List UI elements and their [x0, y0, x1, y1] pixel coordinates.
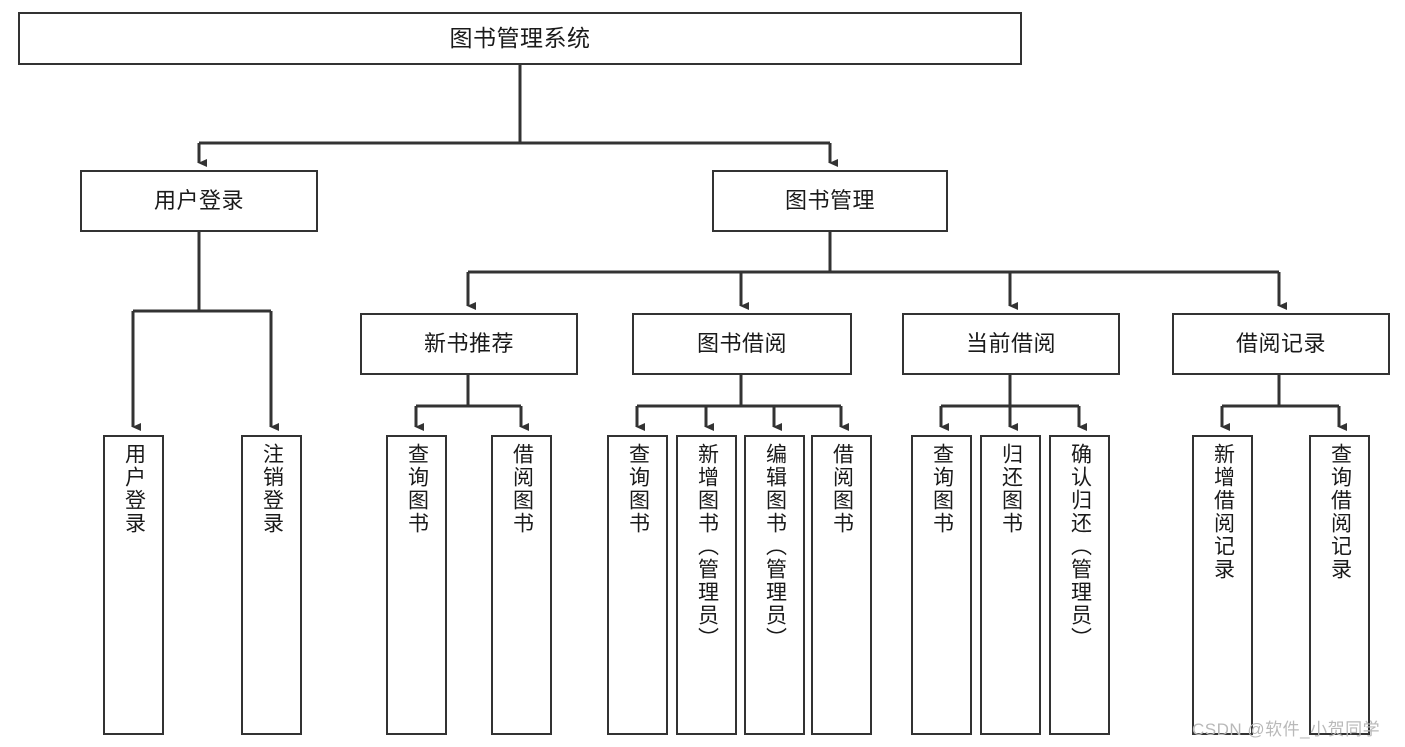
node-root[interactable]: 图书管理系统 — [18, 12, 1022, 65]
leaf-current-borrow-child-1[interactable]: 查询图书 — [911, 435, 972, 735]
leaf-label: 借阅图书 — [830, 443, 854, 535]
leaf-label: 确认归还（管理员） — [1068, 443, 1092, 650]
leaf-label: 借阅图书 — [510, 443, 534, 535]
leaf-book-borrow-child-4[interactable]: 借阅图书 — [811, 435, 872, 735]
node-root-label: 图书管理系统 — [449, 25, 591, 52]
node-book-manage[interactable]: 图书管理 — [712, 170, 948, 232]
leaf-label: 查询图书 — [405, 443, 429, 535]
leaf-label: 新增借阅记录 — [1211, 443, 1235, 581]
leaf-new-book-child-1[interactable]: 查询图书 — [386, 435, 447, 735]
leaf-label: 归还图书 — [999, 443, 1023, 535]
node-borrow-record[interactable]: 借阅记录 — [1172, 313, 1390, 375]
leaf-label: 查询图书 — [626, 443, 650, 535]
node-current-borrow[interactable]: 当前借阅 — [902, 313, 1120, 375]
leaf-current-borrow-child-3[interactable]: 确认归还（管理员） — [1049, 435, 1110, 735]
node-book-borrow-label: 图书借阅 — [696, 331, 787, 357]
leaf-user-login-child-2[interactable]: 注销登录 — [241, 435, 302, 735]
leaf-borrow-record-child-2[interactable]: 查询借阅记录 — [1309, 435, 1370, 735]
node-user-login-label: 用户登录 — [153, 188, 244, 214]
node-current-borrow-label: 当前借阅 — [965, 331, 1056, 357]
node-book-borrow[interactable]: 图书借阅 — [632, 313, 852, 375]
leaf-label: 用户登录 — [122, 443, 146, 535]
node-new-book-recommend[interactable]: 新书推荐 — [360, 313, 578, 375]
leaf-new-book-child-2[interactable]: 借阅图书 — [491, 435, 552, 735]
leaf-label: 查询借阅记录 — [1328, 443, 1352, 581]
leaf-book-borrow-child-2[interactable]: 新增图书（管理员） — [676, 435, 737, 735]
leaf-book-borrow-child-3[interactable]: 编辑图书（管理员） — [744, 435, 805, 735]
node-book-manage-label: 图书管理 — [784, 188, 875, 214]
node-user-login[interactable]: 用户登录 — [80, 170, 318, 232]
leaf-label: 新增图书（管理员） — [695, 443, 719, 650]
leaf-borrow-record-child-1[interactable]: 新增借阅记录 — [1192, 435, 1253, 735]
node-new-book-recommend-label: 新书推荐 — [423, 331, 514, 357]
leaf-label: 查询图书 — [930, 443, 954, 535]
leaf-label: 注销登录 — [260, 443, 284, 535]
leaf-user-login-child-1[interactable]: 用户登录 — [103, 435, 164, 735]
leaf-current-borrow-child-2[interactable]: 归还图书 — [980, 435, 1041, 735]
leaf-book-borrow-child-1[interactable]: 查询图书 — [607, 435, 668, 735]
node-borrow-record-label: 借阅记录 — [1235, 331, 1326, 357]
leaf-label: 编辑图书（管理员） — [763, 443, 787, 650]
